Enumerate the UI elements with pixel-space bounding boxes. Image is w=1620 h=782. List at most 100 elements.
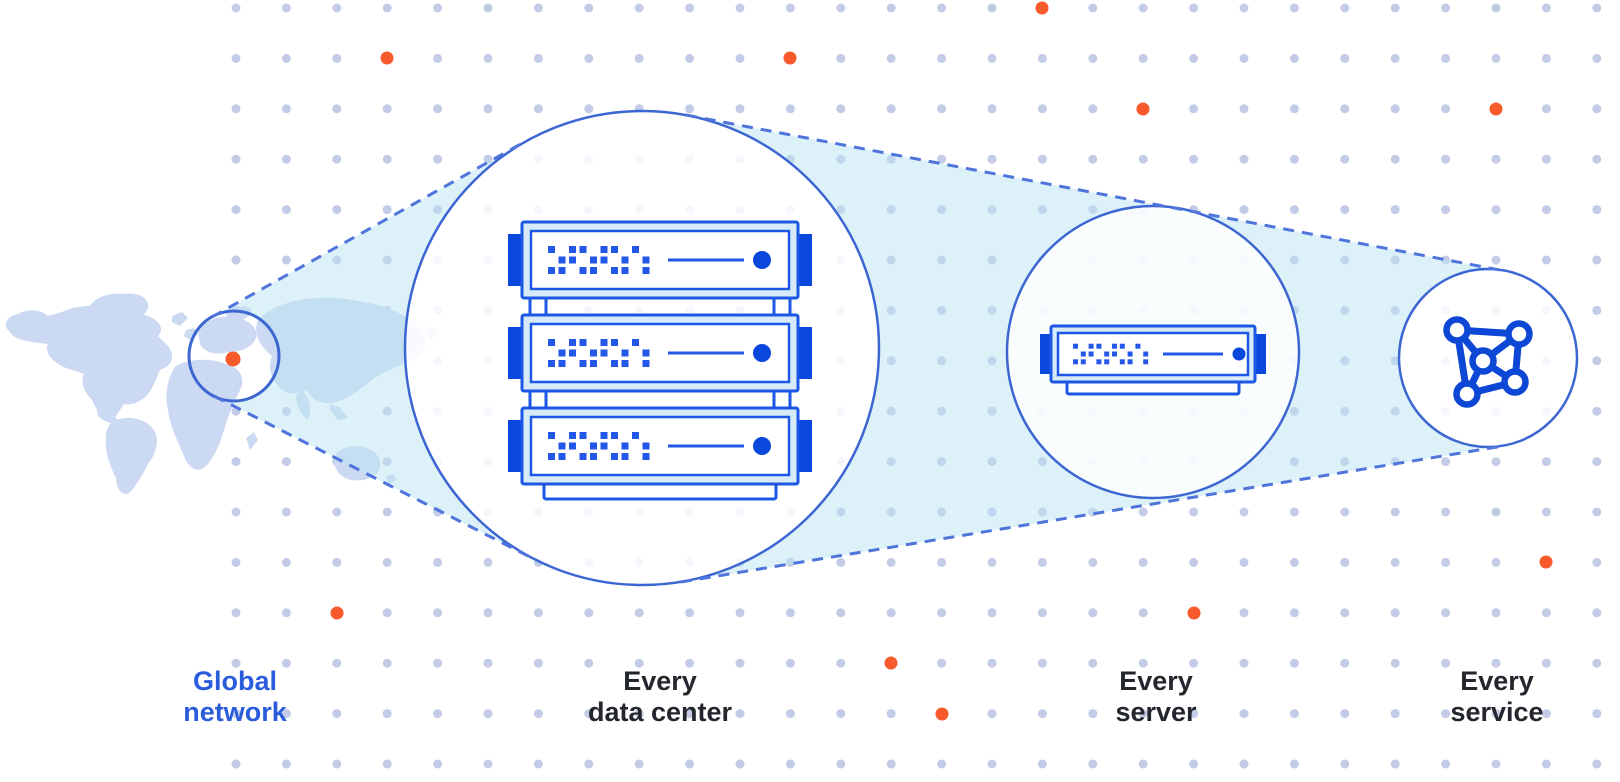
grid-dot: [1037, 658, 1047, 668]
south-america-shape: [105, 417, 157, 495]
grid-dot: [281, 255, 291, 265]
server-led: [569, 349, 576, 357]
grid-dot: [634, 709, 644, 719]
network-node: [1453, 380, 1481, 408]
server-icon: [1040, 324, 1266, 396]
server-led: [1104, 359, 1110, 365]
grid-dot: [1088, 759, 1098, 769]
server-led: [579, 246, 587, 253]
grid-dot: [1289, 53, 1299, 63]
grid-dot: [987, 759, 997, 769]
grid-dot: [281, 608, 291, 618]
grid-dot: [1541, 154, 1551, 164]
africa-shape: [166, 359, 243, 470]
accent-dot: [935, 707, 949, 721]
grid-dot: [634, 608, 644, 618]
accent-dot: [1136, 102, 1150, 116]
grid-dot: [1088, 608, 1098, 618]
grid-dot: [1289, 154, 1299, 164]
grid-dot: [533, 53, 543, 63]
zoom-guide-top-left: [211, 139, 527, 319]
grid-dot: [332, 658, 342, 668]
server-led: [642, 360, 650, 367]
network-node: [1505, 320, 1533, 348]
grid-dot: [1541, 457, 1551, 467]
grid-dot: [332, 557, 342, 567]
grid-dot: [785, 608, 795, 618]
server-led: [558, 256, 566, 264]
grid-dot: [735, 759, 745, 769]
grid-dot: [735, 709, 745, 719]
grid-dot: [281, 457, 291, 467]
grid-dot: [1037, 154, 1047, 164]
grid-dot: [281, 154, 291, 164]
grid-dot: [1289, 608, 1299, 618]
grid-dot: [1289, 658, 1299, 668]
server-led: [1119, 359, 1125, 365]
server-led: [548, 453, 555, 460]
grid-dot: [1541, 608, 1551, 618]
grid-dot: [886, 759, 896, 769]
server-led: [569, 339, 576, 346]
grid-dot: [836, 608, 846, 618]
grid-dot: [1289, 205, 1299, 215]
server-led: [642, 453, 650, 460]
grid-dot: [584, 608, 594, 618]
grid-dot: [685, 3, 695, 13]
grid-dot: [1189, 154, 1199, 164]
server-led: [621, 349, 629, 357]
grid-dot: [987, 658, 997, 668]
grid-dot: [433, 154, 443, 164]
grid-dot: [1592, 507, 1602, 517]
grid-dot: [231, 759, 241, 769]
grid-dot: [382, 3, 392, 13]
server-led: [1112, 343, 1117, 349]
grid-dot: [1340, 205, 1350, 215]
grid-dot: [1189, 507, 1199, 517]
server-led: [1088, 343, 1094, 349]
grid-dot: [281, 53, 291, 63]
grid-dot: [886, 104, 896, 114]
grid-dot: [433, 608, 443, 618]
grid-dot: [634, 3, 644, 13]
server-led: [558, 360, 566, 367]
grid-dot: [483, 53, 493, 63]
grid-dot: [1088, 658, 1098, 668]
grid-dot: [1491, 154, 1501, 164]
grid-dot: [886, 53, 896, 63]
grid-dot: [1390, 658, 1400, 668]
grid-dot: [987, 154, 997, 164]
zoom-cone-left: [212, 141, 534, 559]
grid-dot: [382, 709, 392, 719]
grid-dot: [1189, 104, 1199, 114]
server-led: [642, 349, 650, 357]
grid-dot: [483, 759, 493, 769]
grid-dot: [987, 104, 997, 114]
grid-dot: [1441, 608, 1451, 618]
grid-dot: [1592, 53, 1602, 63]
grid-dot: [1189, 709, 1199, 719]
server-led: [600, 349, 608, 357]
grid-dot: [281, 709, 291, 719]
grid-dot: [1189, 759, 1199, 769]
accent-dot: [1489, 102, 1503, 116]
grid-dot: [332, 53, 342, 63]
grid-dot: [1189, 53, 1199, 63]
grid-dot: [735, 658, 745, 668]
grid-dot: [1289, 557, 1299, 567]
grid-dot: [1088, 3, 1098, 13]
accent-dot: [1539, 555, 1553, 569]
grid-dot: [1592, 154, 1602, 164]
server-led: [548, 267, 555, 274]
server-led: [579, 267, 587, 274]
grid-dot: [1289, 507, 1299, 517]
grid-dot: [533, 759, 543, 769]
grid-dot: [231, 205, 241, 215]
grid-dot: [1239, 53, 1249, 63]
grid-dot: [1340, 3, 1350, 13]
server-led: [1088, 351, 1094, 357]
grid-dot: [735, 53, 745, 63]
grid-dot: [1239, 658, 1249, 668]
accent-dot: [884, 656, 898, 670]
